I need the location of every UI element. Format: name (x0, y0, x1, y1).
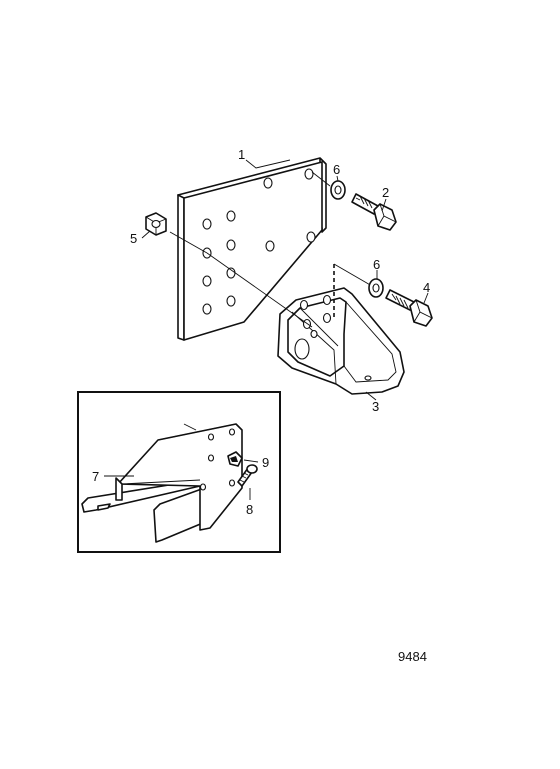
bolt-upper (351, 193, 397, 231)
leader-lines (141, 159, 429, 401)
washer-upper (330, 180, 346, 200)
inset-detail (77, 391, 281, 553)
washer-axis-line-upper (311, 171, 331, 187)
nut-axis-line (169, 231, 208, 254)
callout-2: 2 (382, 185, 389, 200)
engine-bracket (277, 287, 405, 395)
callout-6-lower: 6 (373, 257, 380, 272)
callout-9: 9 (262, 455, 269, 470)
callout-8: 8 (246, 502, 253, 517)
callout-5: 5 (130, 231, 137, 246)
callout-1: 1 (238, 147, 245, 162)
washer-axis-line-lower (333, 263, 373, 287)
callout-6-upper: 6 (333, 162, 340, 177)
washer-lower (368, 278, 384, 298)
plate-holes (202, 168, 316, 315)
bolt-axis-line (206, 252, 313, 328)
callout-3: 3 (372, 399, 379, 414)
bolt-lower (385, 289, 433, 327)
mounting-plate (177, 157, 327, 341)
callout-4: 4 (423, 280, 430, 295)
hex-nut (145, 212, 167, 236)
callout-7: 7 (92, 469, 99, 484)
reference-number: 9484 (398, 649, 427, 664)
